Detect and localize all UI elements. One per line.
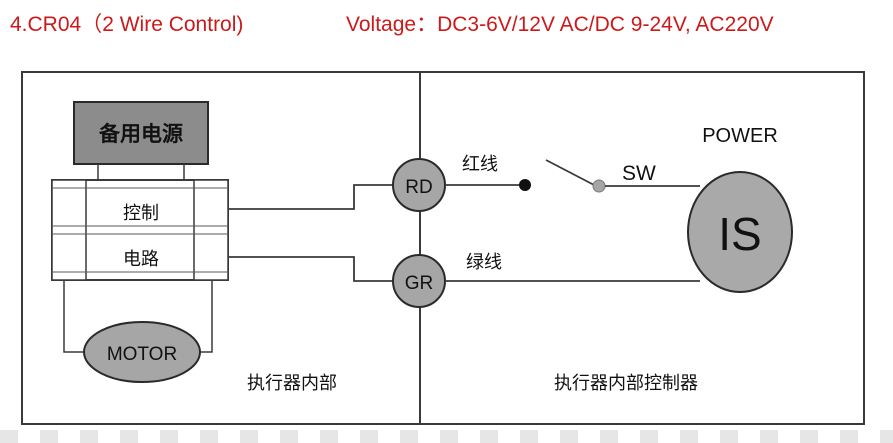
red-wire-internal [228, 184, 393, 210]
board-left-edge [51, 179, 87, 281]
power-label: POWER [702, 125, 778, 147]
red-wire-label: 红线 [462, 154, 498, 175]
backup-power-box [73, 101, 209, 165]
motor-wire-right [196, 280, 213, 353]
rd-terminal-label: RD [405, 177, 432, 198]
green-wire-internal [228, 256, 393, 282]
controller-internal-label: 执行器内部控制器 [554, 373, 698, 394]
gr-terminal-label: GR [405, 273, 434, 294]
cropped-bottom-strip [0, 430, 893, 443]
actuator-internal-label: 执行器内部 [247, 373, 337, 394]
power-source [687, 171, 793, 293]
motor-wire-left [63, 280, 88, 353]
switch-contact [519, 179, 531, 191]
motor-label: MOTOR [107, 344, 177, 365]
backup-power-label: 备用电源 [98, 122, 183, 146]
control-circuit-label-1: 控制 [123, 203, 159, 224]
control-circuit-label-2: 电路 [123, 249, 159, 270]
voltage-spec: Voltage：DC3-6V/12V AC/DC 9-24V, AC220V [346, 13, 774, 36]
power-source-label: IS [718, 208, 761, 260]
motor [83, 321, 201, 383]
model-title: 4.CR04（2 Wire Control) [10, 13, 244, 36]
board-right-edge [193, 179, 229, 281]
green-wire-label: 绿线 [466, 252, 502, 273]
switch-lever [545, 159, 597, 187]
switch-label: SW [622, 162, 656, 185]
switch-pivot [592, 179, 606, 193]
